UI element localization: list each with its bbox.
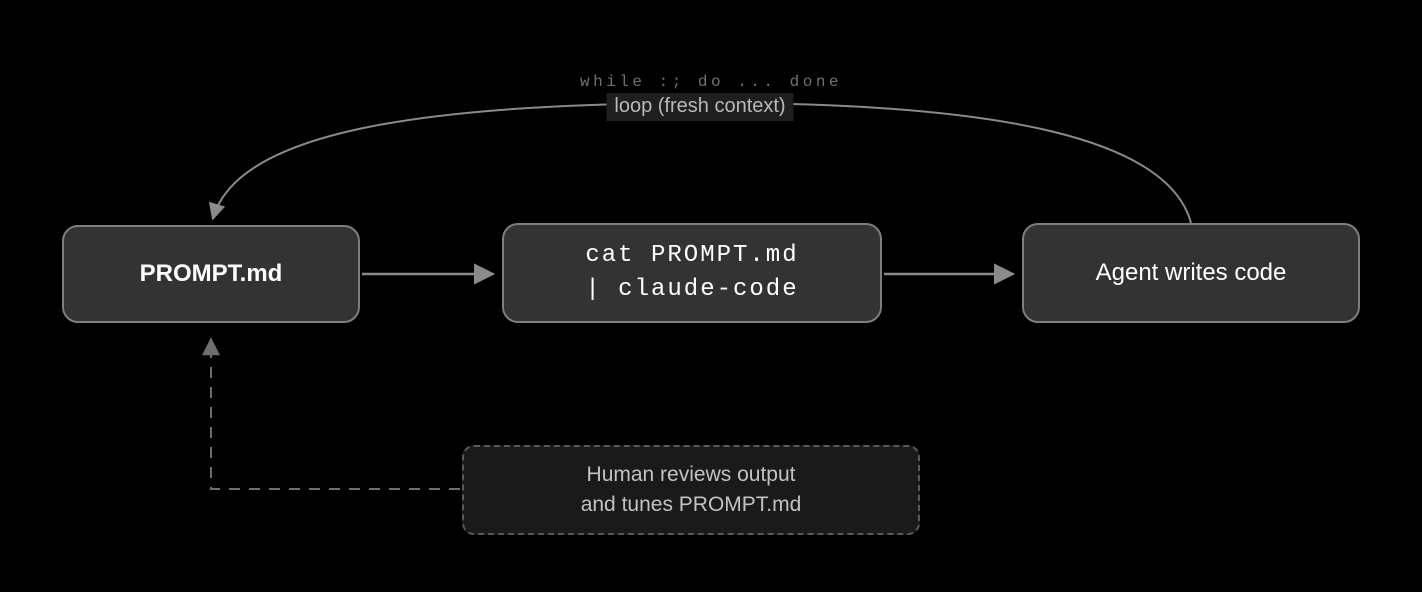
dashed-feedback-connector	[202, 337, 460, 490]
pipe-command-line-1: cat PROMPT.md	[585, 242, 799, 269]
while-loop-shell-label: while :; do ... done	[579, 73, 843, 91]
loop-arc-connector	[208, 101, 1192, 224]
human-review-line-2: and tunes PROMPT.md	[580, 493, 802, 516]
node-prompt-file: PROMPT.md	[62, 225, 360, 323]
loop-fresh-context-label: loop (fresh context)	[606, 93, 794, 121]
node-agent-label: Agent writes code	[1095, 259, 1287, 286]
node-prompt-file-label: PROMPT.md	[139, 260, 283, 287]
human-review-line-1: Human reviews output	[586, 463, 796, 486]
pipe-command-line-2: | claude-code	[585, 276, 799, 303]
node-pipe-command: cat PROMPT.md | claude-code	[502, 223, 882, 323]
node-human-review: Human reviews output and tunes PROMPT.md	[462, 445, 920, 535]
node-agent-writes-code: Agent writes code	[1022, 223, 1360, 323]
